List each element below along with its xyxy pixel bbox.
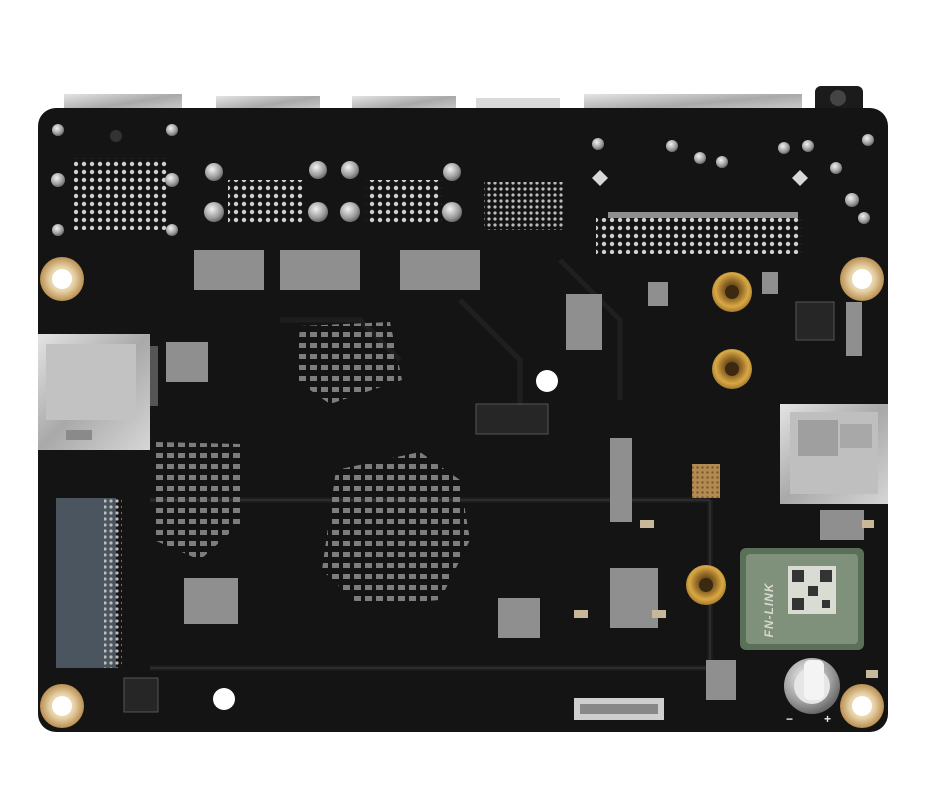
m2-slot — [56, 498, 122, 668]
mounting-holes — [40, 257, 884, 728]
battery-plus-label: + — [824, 712, 832, 726]
battery-minus-label: − — [786, 712, 794, 726]
wifi-module-brand-label: FN-LINK — [762, 582, 776, 638]
soc-pad-field — [154, 322, 470, 606]
microsd-slot — [38, 334, 158, 450]
sim-card-slot — [780, 404, 888, 504]
coin-cell-battery — [784, 658, 840, 714]
passive-components — [166, 212, 864, 700]
wifi-module — [740, 548, 864, 650]
capacitors — [574, 520, 878, 678]
brass-standoffs — [686, 272, 752, 605]
ic-chips — [123, 301, 835, 720]
through-hole-pins — [51, 124, 874, 254]
